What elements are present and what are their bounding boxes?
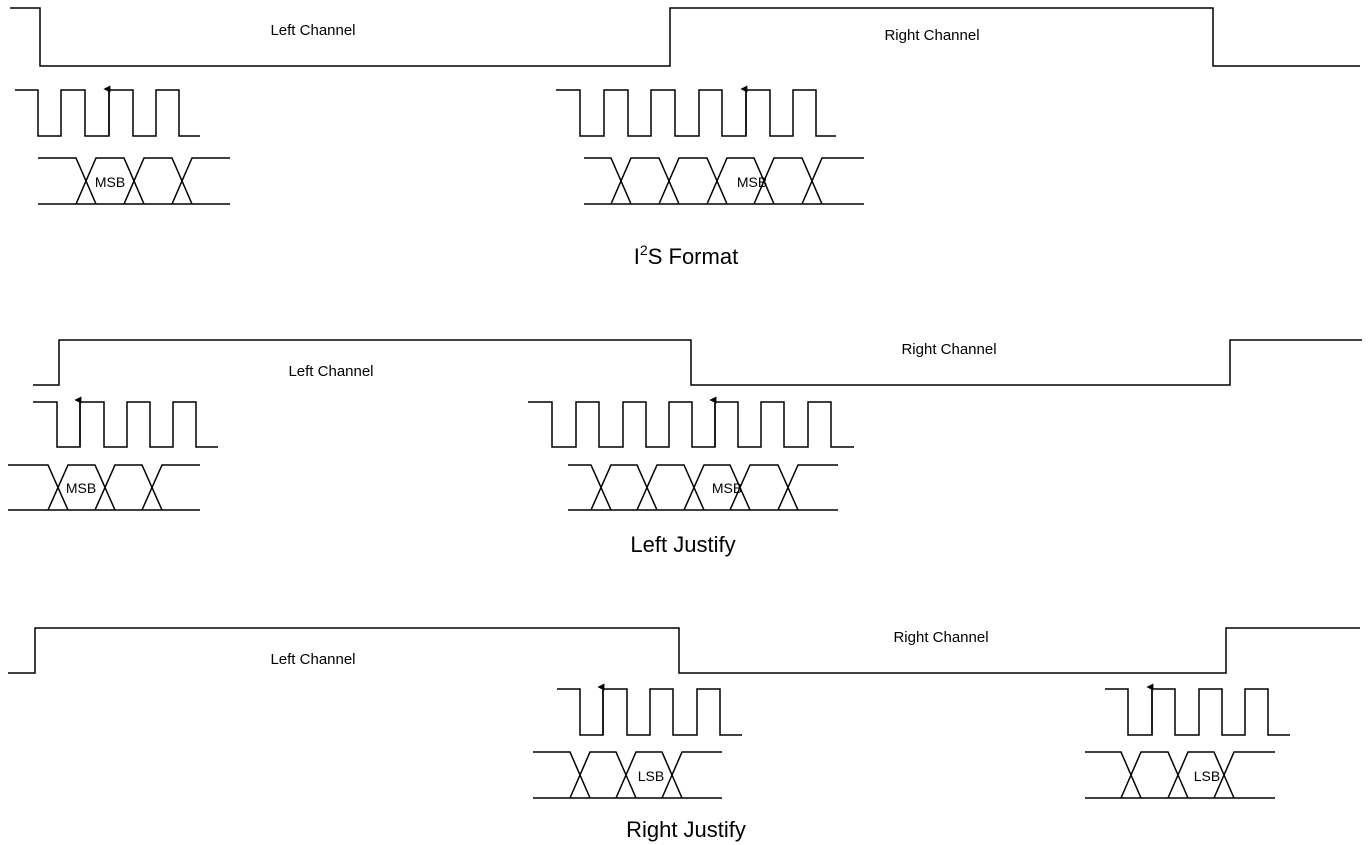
lj-right-bclk-waveform: [528, 401, 854, 448]
rj-right-data-waveform: [1085, 751, 1275, 799]
rj-right-channel-label: Right Channel: [893, 629, 988, 646]
lj-right-msb-label: MSB: [712, 480, 742, 496]
i2s-left-bclk-waveform: [15, 89, 200, 137]
lj-right-data-waveform: [568, 464, 838, 511]
rj-lrclk-waveform: [8, 627, 1360, 674]
lj-left-bclk-waveform: [33, 401, 218, 448]
lj-left-data-waveform: [8, 464, 200, 511]
i2s-right-channel-label: Right Channel: [884, 27, 979, 44]
i2s-left-channel-label: Left Channel: [270, 22, 355, 39]
lj-left-msb-label: MSB: [66, 480, 96, 496]
left-justify-section: Left Channel Right Channel MSB MSB Left …: [8, 339, 1362, 557]
left-justify-title: Left Justify: [630, 532, 735, 557]
rj-left-bclk-waveform: [557, 688, 742, 736]
rj-left-lsb-label: LSB: [638, 768, 664, 784]
right-justify-title: Right Justify: [626, 817, 746, 842]
i2s-right-bclk-waveform: [556, 89, 836, 137]
lj-lrclk-waveform: [33, 339, 1362, 386]
i2s-format-title: I2S Format: [634, 242, 738, 269]
i2s-right-msb-label: MSB: [737, 174, 767, 190]
i2s-right-data-waveform: [584, 157, 864, 205]
rj-right-lsb-label: LSB: [1194, 768, 1220, 784]
i2s-section: Left Channel Right Channel MSB MSB I2S F…: [10, 7, 1360, 269]
lj-left-channel-label: Left Channel: [288, 363, 373, 380]
rj-right-bclk-waveform: [1105, 688, 1290, 736]
i2s-lrclk-waveform: [10, 7, 1360, 67]
i2s-left-data-waveform: [38, 157, 230, 205]
rj-left-data-waveform: [533, 751, 722, 799]
i2s-left-msb-label: MSB: [95, 174, 125, 190]
lj-right-channel-label: Right Channel: [901, 341, 996, 358]
rj-left-channel-label: Left Channel: [270, 651, 355, 668]
right-justify-section: Left Channel Right Channel LSB LSB Right…: [8, 627, 1360, 842]
